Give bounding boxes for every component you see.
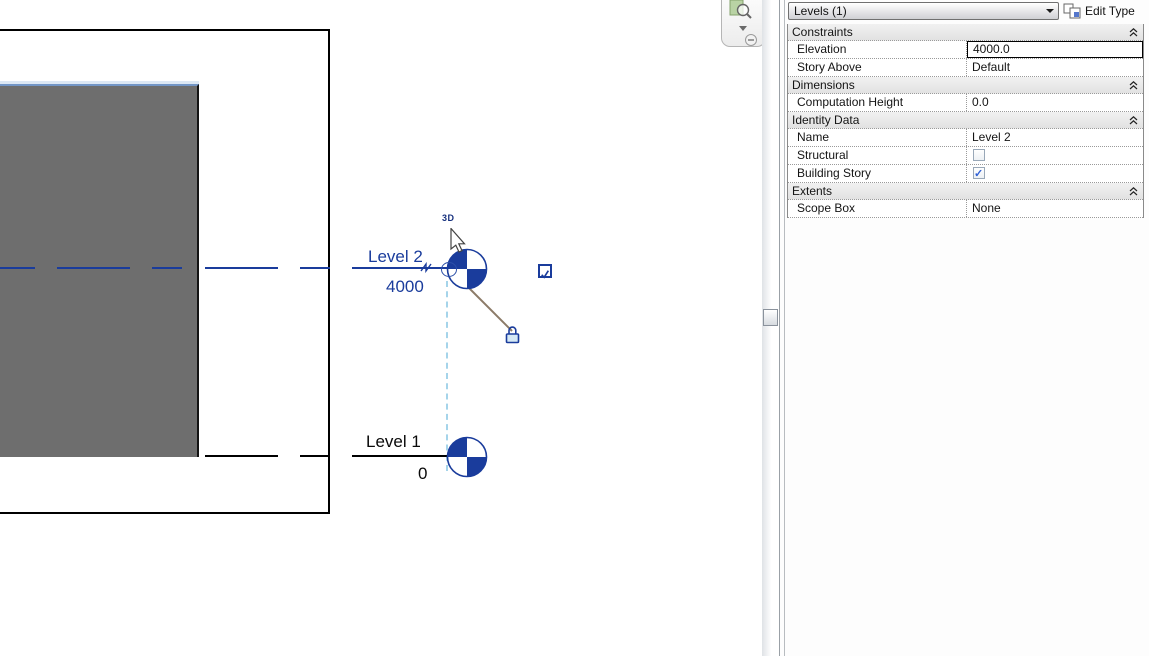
- cursor-arrow-icon: [450, 228, 466, 253]
- splitter-handle[interactable]: [763, 309, 778, 326]
- collapse-chevrons-icon: [1129, 115, 1138, 124]
- property-label: Computation Height: [788, 94, 967, 111]
- section-header-identity-data[interactable]: Identity Data: [788, 112, 1143, 129]
- property-label: Elevation: [788, 41, 967, 58]
- building-story-checkbox[interactable]: [973, 166, 985, 183]
- property-row-structural: Structural: [788, 147, 1143, 165]
- property-label: Structural: [788, 147, 967, 164]
- chevron-down-icon[interactable]: [1046, 9, 1054, 13]
- level1-name-label[interactable]: Level 1: [366, 432, 421, 451]
- computation-height-value-field[interactable]: 0.0: [972, 95, 989, 109]
- section-title: Identity Data: [792, 113, 860, 127]
- level2-3d-tag[interactable]: 3D: [442, 213, 455, 223]
- check-icon: [541, 270, 550, 279]
- name-value-field[interactable]: Level 2: [972, 130, 1011, 144]
- zoom-region-icon[interactable]: [729, 0, 755, 22]
- collapse-chevrons-icon: [1129, 186, 1138, 195]
- level1-elevation-label[interactable]: 0: [418, 464, 428, 483]
- type-selector-value: Levels (1): [794, 4, 847, 18]
- property-label: Name: [788, 129, 967, 146]
- level2-name-label[interactable]: Level 2: [368, 247, 423, 266]
- level1-head-icon[interactable]: [446, 436, 488, 478]
- mass-element[interactable]: [0, 84, 199, 457]
- witness-line: [446, 281, 448, 471]
- type-selector-dropdown[interactable]: Levels (1): [788, 2, 1059, 20]
- property-row-name: Name Level 2: [788, 129, 1143, 147]
- section-title: Extents: [792, 184, 833, 198]
- structural-checkbox[interactable]: [973, 149, 985, 161]
- collapse-chevrons-icon: [1129, 27, 1138, 36]
- property-label: Building Story: [788, 165, 967, 182]
- edit-type-icon: [1063, 3, 1081, 18]
- property-grid: Constraints Elevation 4000.0 Story Above…: [787, 24, 1144, 218]
- collapse-chevrons-icon: [1129, 80, 1138, 89]
- property-row-scope-box: Scope Box None: [788, 200, 1143, 218]
- edit-type-label: Edit Type: [1085, 3, 1135, 18]
- section-header-dimensions[interactable]: Dimensions: [788, 77, 1143, 94]
- story-above-value-field[interactable]: Default: [972, 60, 1011, 74]
- scope-box-value-field[interactable]: None: [972, 201, 1001, 215]
- section-header-constraints[interactable]: Constraints: [788, 24, 1143, 41]
- drawing-canvas[interactable]: Level 2 4000 3D Level 1 0: [0, 0, 766, 656]
- elevation-value-field[interactable]: 4000.0: [967, 41, 1143, 58]
- property-label: Scope Box: [788, 200, 967, 217]
- elbow-zigzag-icon[interactable]: [420, 261, 434, 274]
- section-title: Dimensions: [792, 78, 855, 92]
- section-header-extents[interactable]: Extents: [788, 183, 1143, 200]
- dropdown-arrow-icon[interactable]: [739, 26, 747, 31]
- level1-line[interactable]: [352, 455, 450, 457]
- edit-type-button[interactable]: Edit Type: [1063, 1, 1135, 20]
- show-bubble-checkbox[interactable]: [538, 264, 552, 279]
- collapse-minus-icon[interactable]: [745, 34, 757, 46]
- property-row-elevation: Elevation 4000.0: [788, 41, 1143, 59]
- level2-drag-grip[interactable]: [441, 262, 457, 277]
- property-row-computation-height: Computation Height 0.0: [788, 94, 1143, 112]
- property-label: Story Above: [788, 59, 967, 76]
- property-row-building-story: Building Story: [788, 165, 1143, 183]
- section-title: Constraints: [792, 25, 853, 39]
- lock-icon[interactable]: [504, 324, 522, 344]
- view-crop-rectangle[interactable]: [0, 29, 330, 514]
- level2-elevation-label[interactable]: 4000: [386, 277, 424, 296]
- level2-line[interactable]: [352, 267, 448, 269]
- panel-splitter[interactable]: [762, 0, 780, 656]
- property-row-story-above: Story Above Default: [788, 59, 1143, 77]
